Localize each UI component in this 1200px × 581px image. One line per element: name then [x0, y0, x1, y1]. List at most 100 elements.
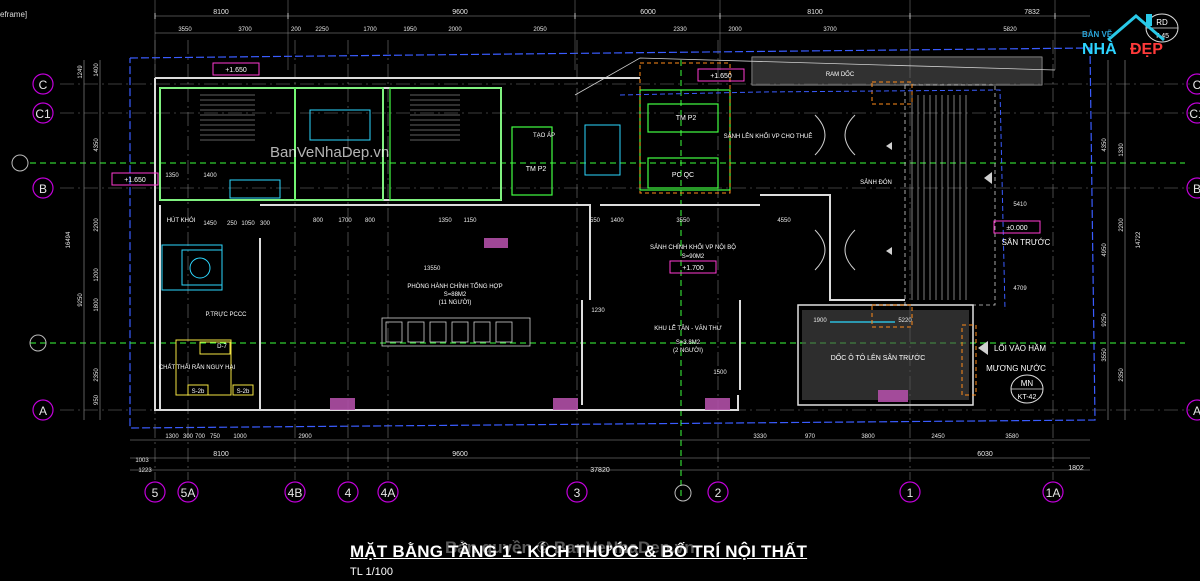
- ref-tag-text: RD: [1156, 18, 1168, 27]
- room-label: P.TRỰC PCCC: [205, 312, 247, 318]
- level-tag: +1.650: [225, 67, 247, 74]
- dim-label: 1300: [165, 434, 179, 440]
- dim-label: 2250: [315, 27, 329, 33]
- watermark-bottom: Bản quyền © BanVeNhaDep.vn: [445, 538, 695, 557]
- dim-label: 1350: [165, 173, 179, 179]
- room-label: S=88M2: [444, 292, 467, 298]
- dim-label: 3800: [861, 434, 875, 440]
- dim-label: 4550: [777, 218, 791, 224]
- dim-label: 1249: [78, 65, 84, 79]
- room-label: S=3.8M2: [676, 340, 701, 346]
- frame-tag: eframe]: [0, 10, 28, 19]
- cyan-fixtures: [161, 109, 621, 291]
- level-tag: +1.650: [710, 73, 732, 80]
- level-tags: +1.650 +1.650 +1.650 ±0.000 +1.700: [111, 62, 1041, 274]
- dim-label: 4709: [1013, 286, 1027, 292]
- room-label: CHẤT THẢI RẮN NGUY HẠI: [159, 363, 236, 371]
- green-walls: [159, 87, 731, 201]
- dim-label: 3550: [676, 218, 690, 224]
- dim-label: 800: [365, 218, 376, 224]
- grid-label: C1: [1189, 107, 1200, 121]
- dim-label: 1800: [94, 298, 100, 312]
- dim-label: 13550: [424, 266, 441, 272]
- grid-label: A: [1193, 404, 1200, 418]
- room-label: HÚT KHÓI: [167, 217, 196, 224]
- bottom-minor-dim-labels: 1300 300 700 750 1000 2900 3330 970 3800…: [135, 434, 1019, 474]
- room-label: LỐI VÀO HẦM: [994, 343, 1046, 353]
- orange-dashed-boxes: [639, 62, 977, 396]
- dim-label: 1330: [1119, 143, 1125, 157]
- room-label: MƯƠNG NƯỚC: [986, 364, 1046, 373]
- grid-label: B: [1193, 182, 1200, 196]
- room-label: (2 NGƯỜI): [673, 347, 703, 354]
- right-dim-labels: 4350 1330 4950 2200 3550 2350 9250 14722: [1102, 138, 1142, 382]
- ramp-hatch: [751, 56, 1043, 86]
- left-dimension-chain: [83, 60, 101, 420]
- front-steps: [911, 95, 967, 300]
- grid-label: C: [1193, 78, 1200, 92]
- room-label: SẢNH CHÍNH KHỐI VP NỘI BỘ: [650, 244, 736, 251]
- room-label: RAM DỐC: [826, 71, 855, 78]
- bottom-dimension-chain: [130, 439, 1090, 471]
- dim-label: 1400: [610, 218, 624, 224]
- inner-dims: 1350 1400 1450 250 1050 300 800 1700 800…: [165, 173, 1027, 376]
- dim-label: 1450: [203, 221, 217, 227]
- dim-label: 1700: [338, 218, 352, 224]
- dim-label: 9250: [78, 293, 84, 307]
- dim-label: 750: [210, 434, 221, 440]
- dim-label: 970: [805, 434, 816, 440]
- logo-line1: BẢN VẼ: [1082, 30, 1113, 39]
- grid-label: 2: [715, 486, 722, 500]
- dim-label: 1500: [713, 370, 727, 376]
- col-grid-bubbles: [144, 481, 1064, 503]
- dim-label: 1900: [813, 318, 827, 324]
- dim-label: 14722: [1136, 231, 1142, 248]
- room-label: TM P2: [526, 166, 547, 173]
- grid-label: A: [39, 404, 47, 418]
- top-gridlines: [154, 0, 1056, 70]
- dim-label: 7832: [1024, 9, 1040, 16]
- plan-scale: TL 1/100: [350, 566, 394, 578]
- dim-label: 1223: [138, 468, 152, 474]
- dim-label: 1400: [94, 63, 100, 77]
- watermark-center: BanVeNhaDep.vn: [270, 144, 389, 161]
- dim-label: 37820: [590, 467, 610, 474]
- room-label: S=90M2: [682, 254, 705, 260]
- top-dim-ticks: [154, 13, 1056, 19]
- dim-label: 1230: [591, 308, 605, 314]
- grid-label: 5: [152, 486, 159, 500]
- dim-label: 1150: [464, 218, 478, 224]
- room-label: TẠO ÁP: [533, 132, 555, 139]
- grid-label: 1A: [1046, 486, 1061, 500]
- row-grid-bubbles-left: [32, 73, 54, 421]
- dim-label: 4950: [1102, 243, 1108, 257]
- dim-label: 950: [94, 394, 100, 405]
- grid-label: 4B: [288, 486, 303, 500]
- room-label: S-2b: [192, 389, 205, 395]
- grid-label: B: [39, 182, 47, 196]
- room-label: TM P2: [676, 115, 697, 122]
- dim-label: 6000: [640, 9, 656, 16]
- left-dim-labels: 1249 1400 4350 2200 9250 1200 1800 2350 …: [66, 63, 100, 405]
- brand-logo: BẢN VẼ NHÀ ĐẸP: [1082, 14, 1165, 58]
- room-label: PHÒNG HÀNH CHÍNH TỔNG HỢP: [407, 283, 502, 290]
- room-label: D-7: [217, 344, 227, 350]
- grid-label: 4: [345, 486, 352, 500]
- dim-label: 4350: [94, 138, 100, 152]
- ref-tag-right: MN KT-42: [1010, 374, 1044, 404]
- dim-label: 2000: [448, 27, 462, 33]
- dim-label: 2200: [94, 218, 100, 232]
- logo-brand: NHÀ: [1082, 39, 1117, 58]
- dim-label: 9600: [452, 451, 468, 458]
- dim-label: 1050: [241, 221, 255, 227]
- grid-label: 3: [574, 486, 581, 500]
- dim-label: 1200: [94, 268, 100, 282]
- house-icon: [1107, 14, 1165, 42]
- dim-label: 2050: [533, 27, 547, 33]
- dim-label: 3550: [178, 27, 192, 33]
- bottom-major-dim-labels: 8100 9600 6030 1802 37820: [213, 451, 1084, 474]
- inner-boundary: [619, 89, 1006, 311]
- plan-title: MẶT BẰNG TẦNG 1 - KÍCH THƯỚC & BỐ TRÍ NỘ…: [350, 542, 808, 561]
- dim-label: 5820: [1003, 27, 1017, 33]
